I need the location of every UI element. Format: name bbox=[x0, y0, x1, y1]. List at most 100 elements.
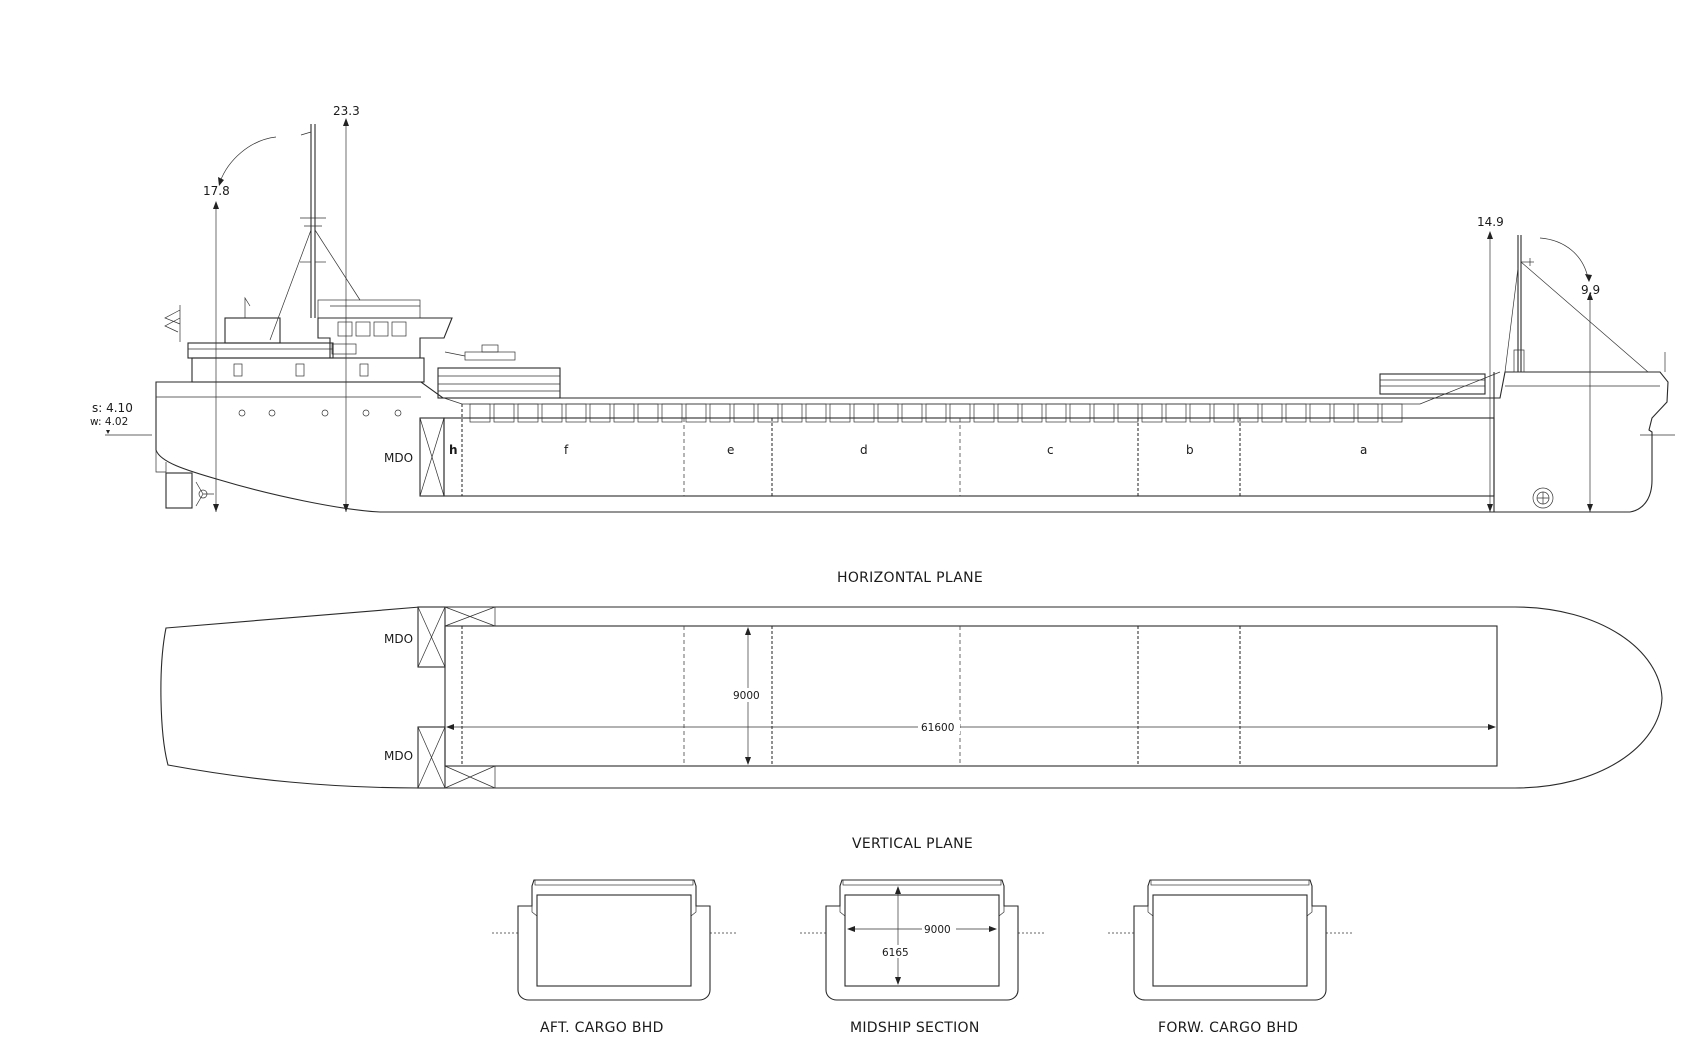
hatch-panel bbox=[1261, 403, 1283, 423]
midship-breadth-label: 9000 bbox=[924, 924, 951, 936]
hold-label-f: f bbox=[564, 443, 569, 457]
hatch-panel bbox=[973, 403, 995, 423]
plan-cargo-hold bbox=[444, 625, 1498, 767]
height-label-mast-aft: 23.3 bbox=[333, 104, 360, 118]
hatch-panel bbox=[901, 403, 923, 423]
hatch-panel bbox=[1213, 403, 1235, 423]
hatch-panel bbox=[829, 403, 851, 423]
accommodation-main-deck bbox=[191, 357, 425, 383]
hatch-panel bbox=[517, 403, 539, 423]
section-label-aft-cargo-bhd: AFT. CARGO BHD bbox=[540, 1020, 664, 1036]
plan-hull-outline bbox=[160, 606, 1663, 789]
hatch-panel bbox=[877, 403, 899, 423]
hatch-panel bbox=[661, 403, 683, 423]
hatch-panel bbox=[1093, 403, 1115, 423]
hatch-panel bbox=[1285, 403, 1307, 423]
hatch-panel bbox=[685, 403, 707, 423]
wheelhouse bbox=[317, 317, 453, 359]
hatch-panel bbox=[1309, 403, 1331, 423]
mast-aft-small bbox=[244, 296, 251, 318]
porthole bbox=[238, 409, 246, 417]
cargo-hold-profile bbox=[443, 417, 1495, 497]
plan-breadth-label: 9000 bbox=[733, 690, 760, 702]
wheelhouse-window bbox=[391, 321, 407, 337]
door bbox=[233, 363, 243, 377]
hatch-panel bbox=[757, 403, 779, 423]
summer-draught-label: s: 4.10 bbox=[92, 401, 133, 415]
horizontal-plane-title: HORIZONTAL PLANE bbox=[837, 570, 983, 586]
plan-mdo-stbd-label: MDO bbox=[384, 749, 413, 763]
hatch-panel bbox=[1141, 403, 1163, 423]
hatch-cover-stack-fwd bbox=[1379, 373, 1486, 395]
hatch-panel bbox=[1165, 403, 1187, 423]
hatch-panel bbox=[1237, 403, 1259, 423]
curved-arrow-aft bbox=[219, 136, 277, 183]
hatch-panel bbox=[805, 403, 827, 423]
hatch-panel bbox=[1333, 403, 1355, 423]
section-midship: 9000 6165 bbox=[800, 879, 1044, 1001]
rudder bbox=[165, 472, 193, 509]
hatch-panel bbox=[637, 403, 659, 423]
hatch-panel bbox=[1357, 403, 1379, 423]
hatch-panel bbox=[709, 403, 731, 423]
hatch-panels bbox=[443, 371, 1501, 423]
section-label-midship: MIDSHIP SECTION bbox=[850, 1020, 980, 1036]
stern-lower bbox=[155, 450, 167, 473]
deck-crane bbox=[444, 344, 516, 361]
section-label-forw-cargo-bhd: FORW. CARGO BHD bbox=[1158, 1020, 1298, 1036]
porthole bbox=[362, 409, 370, 417]
porthole bbox=[268, 409, 276, 417]
height-dimensions bbox=[213, 118, 1593, 512]
wheelhouse-window bbox=[355, 321, 371, 337]
hatch-cover-stack-aft bbox=[437, 367, 561, 399]
hull-outline bbox=[155, 371, 1669, 513]
porthole bbox=[394, 409, 402, 417]
wheelhouse-window bbox=[337, 321, 353, 337]
aft-mast bbox=[269, 124, 361, 341]
section-aft-cargo-bhd bbox=[492, 879, 736, 1001]
plan-mdo-port-label: MDO bbox=[384, 632, 413, 646]
mdo-tank-profile-label: MDO bbox=[384, 451, 413, 465]
door bbox=[359, 363, 369, 377]
hatch-panel bbox=[541, 403, 563, 423]
life-raft bbox=[331, 343, 357, 355]
hatch-panel bbox=[925, 403, 947, 423]
hatch-panel bbox=[1021, 403, 1043, 423]
hatch-panel bbox=[1381, 403, 1403, 423]
door bbox=[295, 363, 305, 377]
hatch-panel bbox=[1189, 403, 1211, 423]
hatch-coaming-line bbox=[443, 371, 1501, 405]
boat-deck-rail bbox=[187, 342, 334, 359]
bow-thruster-icon bbox=[1532, 487, 1554, 509]
hatch-panel bbox=[1069, 403, 1091, 423]
waterline-triangle-icon bbox=[106, 430, 110, 434]
height-label-bow: 9.9 bbox=[1581, 283, 1600, 297]
forward-mast bbox=[1504, 235, 1666, 373]
height-label-wheelhouse: 17.8 bbox=[203, 184, 230, 198]
hatch-cover-row bbox=[437, 367, 1501, 423]
midship-depth-label: 6165 bbox=[882, 947, 909, 959]
side-profile-view: MDO h f e d c b a bbox=[90, 104, 1675, 513]
hold-label-h: h bbox=[449, 443, 458, 457]
vertical-plane-title: VERTICAL PLANE bbox=[852, 836, 973, 852]
hatch-panel bbox=[589, 403, 611, 423]
porthole bbox=[321, 409, 329, 417]
plan-mdo-tank-stbd bbox=[417, 726, 446, 789]
plan-mdo-tank-port bbox=[417, 606, 446, 668]
hatch-panel bbox=[1045, 403, 1067, 423]
hatch-panel bbox=[733, 403, 755, 423]
propeller-icon bbox=[195, 481, 214, 507]
curved-arrow-fwd bbox=[1539, 237, 1589, 279]
hatch-panel bbox=[613, 403, 635, 423]
hatch-panel bbox=[853, 403, 875, 423]
accommodation-block bbox=[164, 296, 453, 383]
hold-label-d: d bbox=[860, 443, 868, 457]
hold-label-b: b bbox=[1186, 443, 1194, 457]
height-label-mast-fwd: 14.9 bbox=[1477, 215, 1504, 229]
wheelhouse-top-rail bbox=[317, 299, 421, 319]
wheelhouse-window bbox=[373, 321, 389, 337]
hatch-panel bbox=[469, 403, 491, 423]
hold-label-a: a bbox=[1360, 443, 1367, 457]
hold-label-c: c bbox=[1047, 443, 1054, 457]
